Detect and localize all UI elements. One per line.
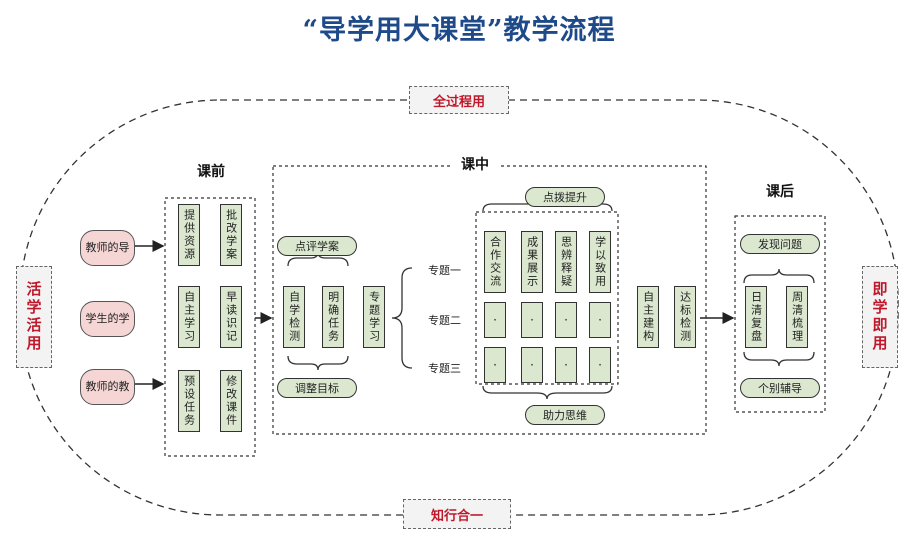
pill-find-problem: 发现问题 (740, 234, 820, 254)
role-teacher-guide: 教师的导 (80, 230, 135, 266)
topic-three: 专题三 (428, 362, 461, 375)
pill-individual-tutor: 个别辅导 (740, 378, 820, 398)
item-morning-reading: 早读识记 (220, 286, 242, 348)
label-full-process: 全过程用 (409, 86, 509, 114)
core-showcase: 成果展示 (521, 231, 543, 293)
core-placeholder: · (484, 302, 506, 338)
pill-boost-thinking: 助力思维 (525, 405, 605, 425)
page-title: “导学用大课堂”教学流程 (302, 15, 616, 46)
label-immediate-use: 即学即用 (862, 266, 898, 368)
pill-review-plan: 点评学案 (277, 236, 357, 256)
core-discuss: 思辨释疑 (555, 231, 577, 293)
core-placeholder: · (589, 302, 611, 338)
item-revise-slides: 修改课件 (220, 370, 242, 432)
core-placeholder: · (521, 347, 543, 383)
pill-guidance-improve: 点拨提升 (525, 187, 605, 207)
core-placeholder: · (555, 302, 577, 338)
pill-adjust-goal: 调整目标 (277, 378, 357, 398)
role-student-learn: 学生的学 (80, 301, 135, 337)
section-after-class: 课后 (756, 181, 804, 201)
frame-before (164, 197, 256, 457)
item-preset-tasks: 预设任务 (178, 370, 200, 432)
item-weekly-sort: 周清梳理 (786, 286, 808, 348)
item-assessment: 达标检测 (674, 286, 696, 348)
frame-after (734, 215, 826, 413)
core-placeholder: · (589, 347, 611, 383)
core-placeholder: · (555, 347, 577, 383)
item-daily-review: 日清复盘 (745, 286, 767, 348)
item-self-check: 自学检测 (283, 286, 305, 348)
topic-two: 专题二 (428, 314, 461, 327)
label-knowing-doing: 知行合一 (403, 499, 511, 529)
core-placeholder: · (521, 302, 543, 338)
item-self-study: 自主学习 (178, 286, 200, 348)
core-cooperate: 合作交流 (484, 231, 506, 293)
item-topic-study: 专题学习 (363, 286, 385, 348)
frame-core (475, 211, 619, 385)
section-before-class: 课前 (187, 161, 235, 181)
role-teacher-teach: 教师的教 (80, 369, 135, 405)
item-clarify-task: 明确任务 (322, 286, 344, 348)
item-self-construct: 自主建构 (637, 286, 659, 348)
label-flexible-use: 活学活用 (16, 266, 52, 368)
core-placeholder: · (484, 347, 506, 383)
item-grade-plans: 批改学案 (220, 204, 242, 266)
item-provide-resources: 提供资源 (178, 204, 200, 266)
core-apply: 学以致用 (589, 231, 611, 293)
section-in-class: 课中 (451, 154, 499, 174)
topic-one: 专题一 (428, 264, 461, 277)
